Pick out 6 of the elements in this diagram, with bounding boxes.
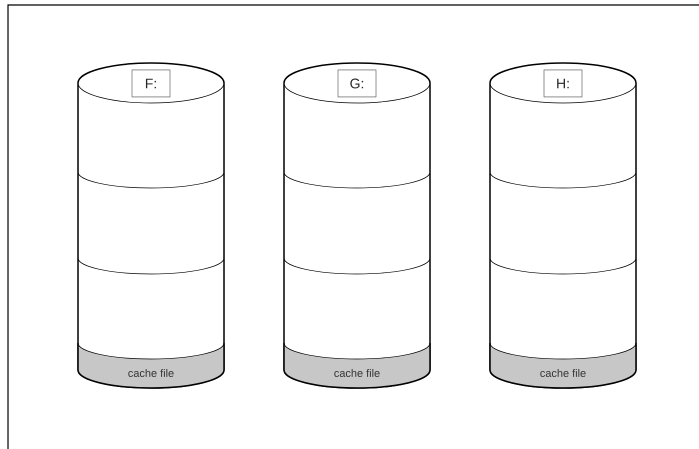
cache-band: cache file [283, 342, 431, 389]
drive-label: F: [132, 70, 170, 98]
cache-band: cache file [77, 342, 225, 389]
cache-band: cache file [489, 342, 637, 389]
drive-label: G: [338, 70, 376, 98]
drive-label: H: [544, 70, 582, 98]
